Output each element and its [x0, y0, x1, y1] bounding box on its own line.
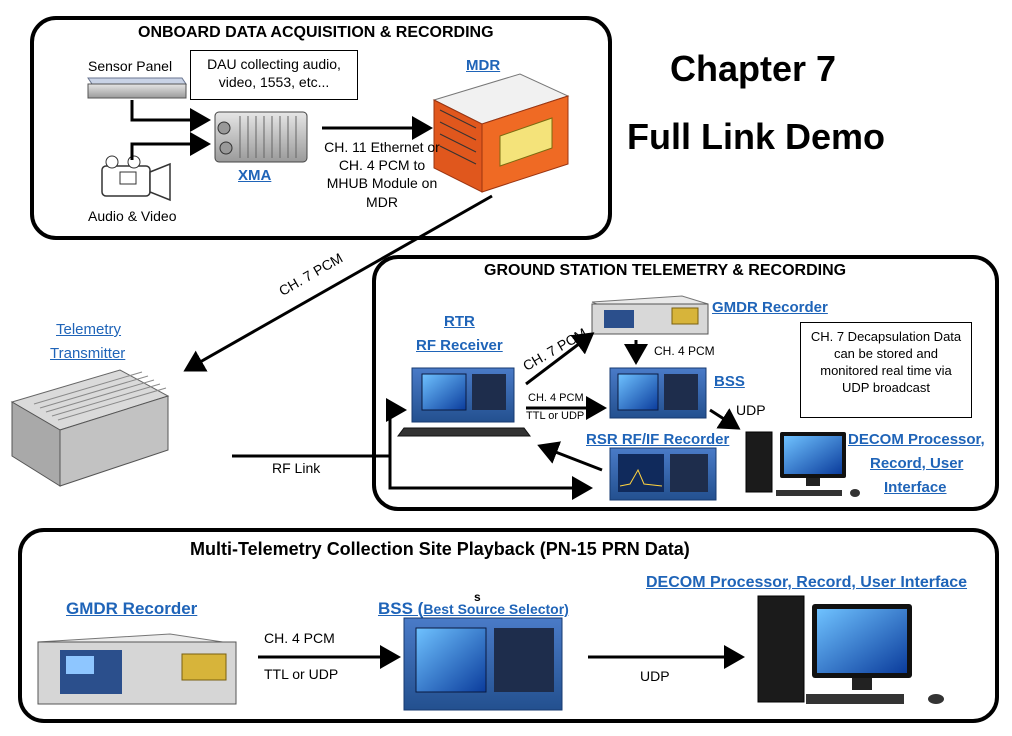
bss-link[interactable]: BSS: [714, 373, 745, 390]
chapter-title: Chapter 7: [670, 48, 837, 89]
playback-bss-label: BSS (Best Source Selector): [378, 598, 569, 621]
playback-bss-icon: [403, 617, 563, 711]
ground-ch4-pcm-label: CH. 4 PCM: [654, 344, 715, 358]
playback-ch4-pcm-label: CH. 4 PCM: [264, 630, 335, 646]
telemetry-transmitter-link-1[interactable]: Telemetry: [56, 321, 122, 338]
decom-link-1[interactable]: DECOM Processor,: [848, 431, 985, 448]
playback-gmdr-link[interactable]: GMDR Recorder: [66, 599, 198, 618]
playback-decom-link[interactable]: DECOM Processor, Record, User Interface: [646, 574, 968, 591]
stray-s: s: [474, 590, 481, 604]
sensor-panel-label: Sensor Panel: [88, 58, 173, 74]
playback-computer-icon: [757, 595, 944, 704]
playback-title: Multi-Telemetry Collection Site Playback…: [190, 539, 690, 559]
decapsulation-note: CH. 7 Decapsulation Data can be stored a…: [800, 322, 972, 418]
gmdr-recorder-icon: [591, 295, 709, 335]
ttl-or-udp-label: TTL or UDP: [526, 410, 585, 422]
telemetry-transmitter-link-2[interactable]: Transmitter: [50, 345, 126, 362]
bss-unit-icon: [609, 367, 707, 419]
dau-note-box: DAU collecting audio, video, 1553, etc..…: [190, 50, 358, 100]
rf-link-label: RF Link: [272, 460, 321, 476]
decom-link-2[interactable]: Record, User: [870, 455, 964, 472]
desktop-computer-icon: [745, 431, 860, 497]
camera-icon: [101, 155, 171, 202]
rtr-link[interactable]: RTR: [444, 313, 475, 330]
playback-bss-link[interactable]: BSS (: [378, 599, 424, 618]
mdr-recorder-icon: [432, 73, 570, 193]
rf-receiver-link[interactable]: RF Receiver: [416, 337, 503, 354]
ground-station-title: GROUND STATION TELEMETRY & RECORDING: [484, 262, 847, 279]
telemetry-transmitter-icon: [10, 369, 170, 487]
decom-link-3[interactable]: Interface: [884, 479, 947, 496]
rtr-ch4-pcm-label: CH. 4 PCM: [528, 392, 584, 404]
playback-gmdr-icon: [37, 633, 237, 705]
audio-video-label: Audio & Video: [88, 208, 177, 224]
chapter-subtitle: Full Link Demo: [627, 116, 886, 157]
playback-bss-detail[interactable]: Best Source Selector): [423, 601, 569, 617]
xma-unit-icon: [214, 111, 308, 163]
rsr-recorder-link[interactable]: RSR RF/IF Recorder: [586, 431, 730, 448]
playback-udp-label: UDP: [640, 668, 670, 684]
playback-ttl-udp-label: TTL or UDP: [264, 666, 339, 682]
rsr-recorder-icon: [609, 447, 717, 501]
ch11-note: CH. 11 Ethernet or CH. 4 PCM to MHUB Mod…: [324, 139, 440, 210]
sensor-panel-icon: [87, 77, 187, 99]
rtr-receiver-icon: [397, 367, 531, 437]
mdr-link[interactable]: MDR: [466, 57, 501, 74]
gmdr-recorder-link[interactable]: GMDR Recorder: [712, 299, 828, 316]
ground-udp-label: UDP: [736, 402, 766, 418]
onboard-title: ONBOARD DATA ACQUISITION & RECORDING: [138, 24, 494, 41]
xma-link[interactable]: XMA: [238, 167, 272, 184]
